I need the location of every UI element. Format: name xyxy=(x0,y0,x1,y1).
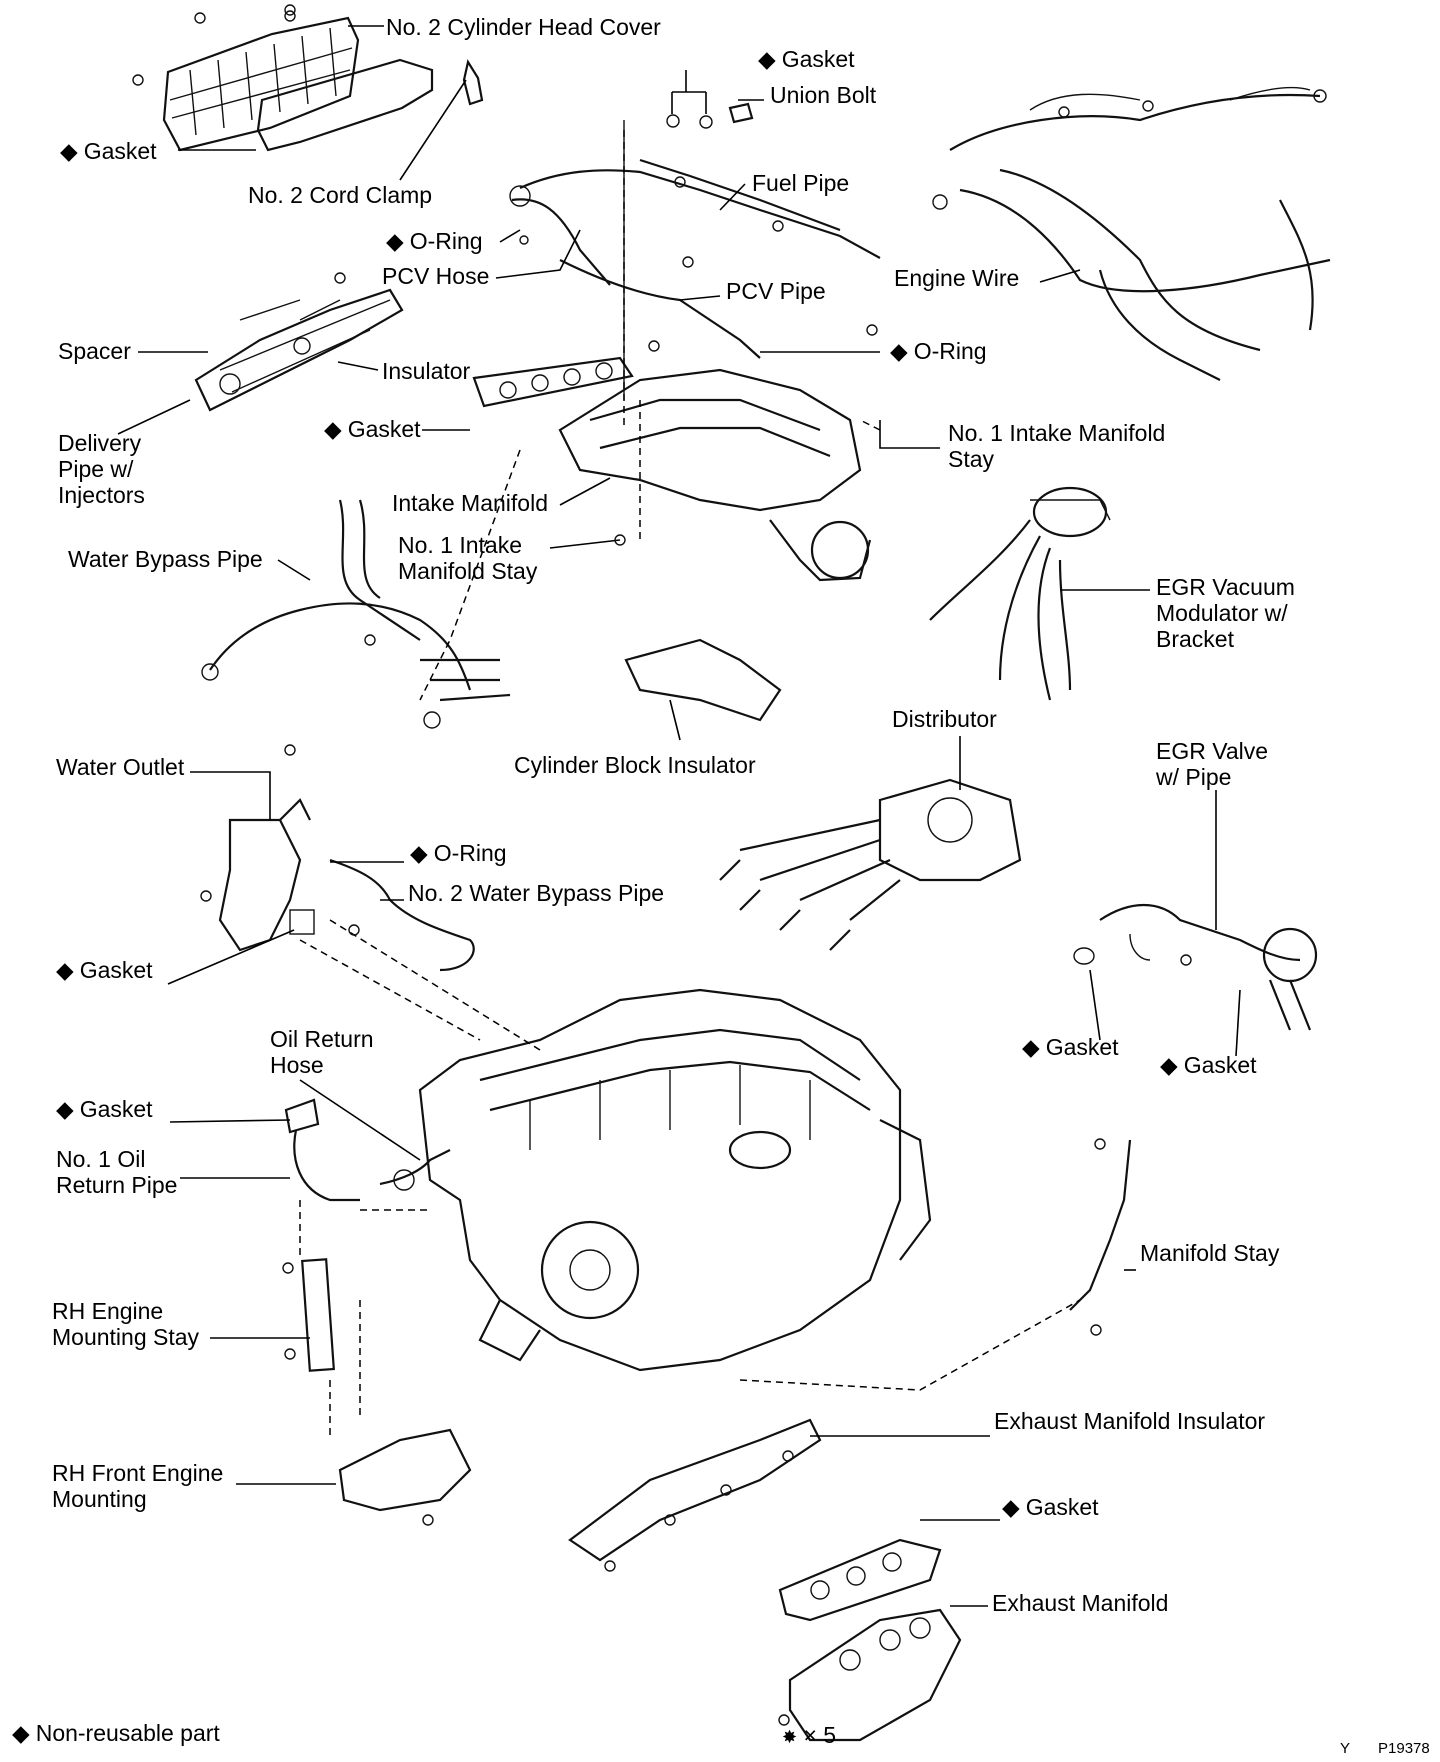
figure-code: P19378 xyxy=(1378,1740,1430,1757)
label-gasket-top: Gasket xyxy=(60,138,157,164)
oil-return-pipe-drawing xyxy=(284,1098,451,1202)
egr-valve-drawing xyxy=(1073,903,1318,1031)
bolts xyxy=(200,10,1192,1726)
label-gasket-water-outlet: Gasket xyxy=(56,957,153,983)
label-pcv-hose: PCV Hose xyxy=(382,263,490,289)
intake-manifold-drawing xyxy=(558,368,872,582)
label-insulator: Insulator xyxy=(382,358,471,384)
label-pcv-pipe: PCV Pipe xyxy=(726,278,826,304)
label-gasket-egr-2: Gasket xyxy=(1160,1052,1257,1078)
label-gasket-union: Gasket xyxy=(758,46,855,72)
label-exhaust-manifold: Exhaust Manifold xyxy=(992,1590,1169,1616)
label-cylinder-head-cover: No. 2 Cylinder Head Cover xyxy=(386,14,661,40)
bolt-count-label: ✸ × 5 xyxy=(782,1722,836,1750)
label-union-bolt: Union Bolt xyxy=(770,82,877,108)
bolt-glyph-icon: ✸ xyxy=(782,1727,798,1747)
label-rh-front-mounting: RH Front Engine Mounting xyxy=(52,1460,224,1512)
rh-engine-mounting-stay-drawing xyxy=(301,1258,335,1372)
label-intake-manifold: Intake Manifold xyxy=(392,490,548,516)
label-egr-valve: EGR Valve w/ Pipe xyxy=(1156,738,1269,790)
exhaust-gasket-drawing xyxy=(778,1538,942,1622)
label-fuel-pipe: Fuel Pipe xyxy=(752,170,850,196)
water-bypass-pipe-drawing xyxy=(201,499,511,729)
intake-gasket-drawing xyxy=(472,356,634,408)
label-egr-modulator: EGR Vacuum Modulator w/ Bracket xyxy=(1156,574,1295,652)
label-manifold-stay: Manifold Stay xyxy=(1140,1240,1280,1266)
label-oil-return-hose: Oil Return Hose xyxy=(270,1026,374,1078)
label-gasket-egr-1: Gasket xyxy=(1022,1034,1119,1060)
legend-non-reusable: Non-reusable part xyxy=(12,1720,220,1746)
exhaust-manifold-insulator-drawing xyxy=(568,1418,822,1562)
label-oring-pcv: O-Ring xyxy=(386,228,483,254)
distributor-drawing xyxy=(719,778,1022,951)
label-intake-stay-lh: No. 1 Intake Manifold Stay xyxy=(398,532,538,584)
label-no2-water-bypass: No. 2 Water Bypass Pipe xyxy=(408,880,665,906)
cord-clamp-drawing xyxy=(462,59,484,106)
label-engine-wire: Engine Wire xyxy=(894,265,1020,291)
label-gasket-manifold: Gasket xyxy=(324,416,421,442)
head-cover-gasket-drawing xyxy=(256,58,434,152)
label-intake-stay-rh: No. 1 Intake Manifold Stay xyxy=(948,420,1166,472)
label-rh-mounting-stay: RH Engine Mounting Stay xyxy=(52,1298,200,1350)
delivery-pipe-drawing xyxy=(194,288,404,412)
exhaust-manifold-drawing xyxy=(788,1608,962,1742)
label-oring-pcv-pipe: O-Ring xyxy=(890,338,987,364)
cylinder-head-cover-drawing xyxy=(132,4,360,152)
bolt-count-text: × 5 xyxy=(803,1722,837,1748)
code-y: Y xyxy=(1340,1740,1351,1757)
cylinder-block-insulator-drawing xyxy=(624,638,782,722)
leader-lines xyxy=(117,25,1241,1607)
label-gasket-oil: Gasket xyxy=(56,1096,153,1122)
union-bolt-group-drawing xyxy=(666,102,754,129)
assembly-dashed-lines xyxy=(299,130,1081,1440)
label-water-outlet: Water Outlet xyxy=(56,754,185,780)
label-oring-water: O-Ring xyxy=(410,840,507,866)
rh-front-engine-mounting-drawing xyxy=(338,1428,472,1512)
label-oil-return-pipe: No. 1 Oil Return Pipe xyxy=(56,1146,178,1198)
label-spacer: Spacer xyxy=(58,338,131,364)
label-cord-clamp: No. 2 Cord Clamp xyxy=(248,182,433,208)
egr-vacuum-modulator-drawing xyxy=(929,486,1111,701)
label-delivery-pipe: Delivery Pipe w/ Injectors xyxy=(58,430,145,508)
engine-wire-harness-drawing xyxy=(932,86,1331,381)
engine-block-drawing xyxy=(418,988,932,1372)
label-distributor: Distributor xyxy=(892,706,997,732)
label-gasket-exhaust: Gasket xyxy=(1002,1494,1099,1520)
label-water-bypass-pipe: Water Bypass Pipe xyxy=(68,546,263,572)
label-cylinder-block-insulator: Cylinder Block Insulator xyxy=(514,752,756,778)
manifold-stay-drawing xyxy=(1069,1139,1132,1311)
label-exhaust-insulator: Exhaust Manifold Insulator xyxy=(994,1408,1266,1434)
